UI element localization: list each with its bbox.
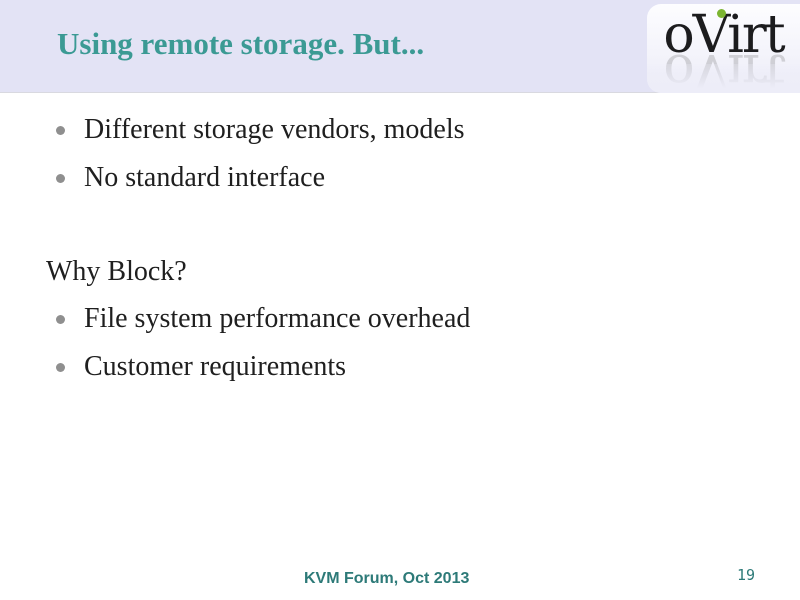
list-item: No standard interface bbox=[56, 163, 800, 193]
bullet-text: No standard interface bbox=[84, 162, 325, 193]
list-item: Customer requirements bbox=[56, 352, 800, 382]
list-item: Different storage vendors, models bbox=[56, 115, 800, 145]
ovirt-green-dot-icon bbox=[717, 9, 727, 18]
ovirt-logo-text: oVirt bbox=[663, 9, 786, 61]
subheading: Why Block? bbox=[46, 256, 187, 287]
bullet-dot-icon bbox=[56, 363, 65, 372]
bullet-dot-icon bbox=[56, 315, 65, 324]
bullet-list-bottom: File system performance overhead Custome… bbox=[0, 304, 800, 382]
ovirt-logo-reflection: oVirt bbox=[663, 42, 784, 93]
footer-event-label: KVM Forum, Oct 2013 bbox=[304, 570, 470, 587]
bullet-text: Customer requirements bbox=[84, 351, 347, 382]
bullet-dot-icon bbox=[56, 126, 65, 135]
slide-title: Using remote storage. But... bbox=[57, 26, 425, 61]
slide-body: Different storage vendors, models No sta… bbox=[0, 94, 800, 400]
slide-header: Using remote storage. But... oVirt oVirt bbox=[0, 0, 800, 93]
list-item: File system performance overhead bbox=[56, 304, 800, 334]
bullet-text: Different storage vendors, models bbox=[84, 114, 465, 145]
bullet-dot-icon bbox=[56, 174, 65, 183]
page-number: 19 bbox=[737, 566, 756, 584]
ovirt-logo-wordmark: oVirt bbox=[663, 5, 785, 65]
ovirt-logo: oVirt oVirt bbox=[647, 4, 800, 93]
bullet-list-top: Different storage vendors, models No sta… bbox=[0, 115, 800, 193]
bullet-text: File system performance overhead bbox=[84, 303, 471, 334]
